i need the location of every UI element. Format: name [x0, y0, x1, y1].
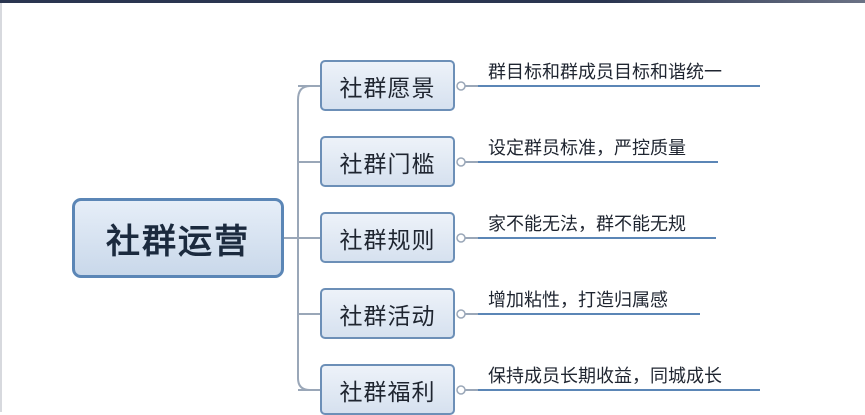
leaf-connector-5 — [456, 385, 760, 395]
branch-node-vision[interactable]: 社群愿景 — [320, 60, 455, 111]
branch-node-label: 社群规则 — [339, 227, 436, 254]
leaf-node-rules[interactable]: 家不能无法，群不能无规 — [488, 214, 686, 235]
leaf-node-benefits[interactable]: 保持成员长期收益，同城成长 — [488, 366, 722, 387]
branch-node-label: 社群门槛 — [339, 151, 436, 178]
branch-node-benefits[interactable]: 社群福利 — [320, 364, 455, 415]
leaf-connector-3 — [456, 233, 716, 243]
collapse-circle-icon — [456, 309, 466, 319]
collapse-circle-icon — [456, 81, 466, 91]
leaf-node-vision[interactable]: 群目标和群成员目标和谐统一 — [488, 62, 722, 83]
branch-node-activities[interactable]: 社群活动 — [320, 288, 455, 339]
branch-node-threshold[interactable]: 社群门槛 — [320, 136, 455, 187]
branch-node-label: 社群活动 — [339, 303, 436, 330]
collapse-circle-icon — [456, 157, 466, 167]
leaf-node-activities[interactable]: 增加粘性，打造归属感 — [488, 290, 668, 311]
collapse-circle-icon — [456, 233, 466, 243]
window-top-bar — [0, 0, 865, 3]
root-node-label: 社群运营 — [106, 221, 250, 262]
window-left-edge — [0, 3, 2, 412]
watermark-strip — [640, 404, 840, 412]
leaf-node-threshold[interactable]: 设定群员标准，严控质量 — [488, 138, 686, 159]
branch-node-rules[interactable]: 社群规则 — [320, 212, 455, 263]
leaf-connector-4 — [456, 309, 700, 319]
branch-node-label: 社群福利 — [339, 379, 436, 406]
collapse-circle-icon — [456, 385, 466, 395]
branch-node-label: 社群愿景 — [339, 75, 436, 102]
leaf-connector-1 — [456, 81, 760, 91]
root-node[interactable]: 社群运营 — [72, 198, 284, 278]
leaf-connector-2 — [456, 157, 718, 167]
